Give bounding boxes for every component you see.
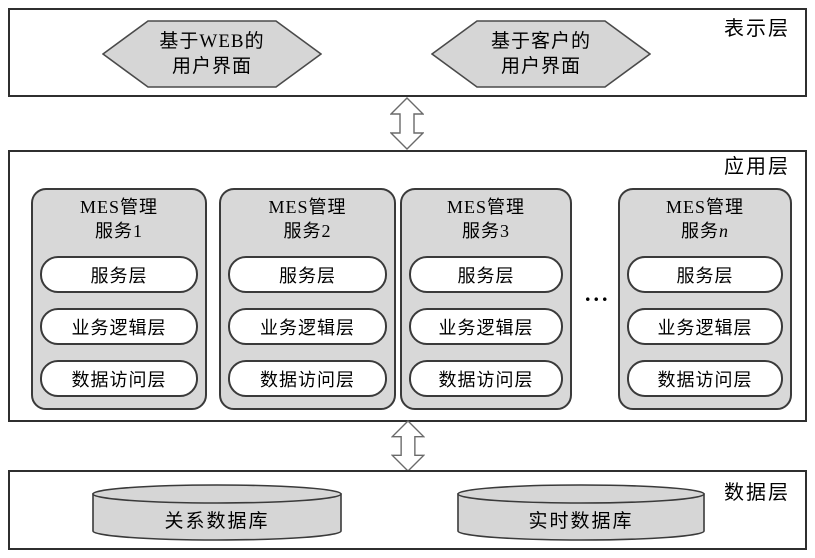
client-ui-line2: 用户界面 bbox=[500, 56, 581, 77]
services-ellipsis: ... bbox=[585, 281, 611, 306]
data-layer-label: 数据层 bbox=[724, 482, 790, 504]
mes-service-box-2: MES管理 服务2 服务层 业务逻辑层 数据访问层 bbox=[219, 188, 396, 410]
service-title-prefix: 服务 bbox=[462, 221, 500, 241]
service-sublayer-service: 服务层 bbox=[40, 256, 198, 293]
relational-database-label: 关系数据库 bbox=[164, 510, 270, 532]
double-arrow-icon-top bbox=[390, 96, 424, 151]
service-title: MES管理 服务2 bbox=[221, 195, 394, 243]
service-title: MES管理 服务3 bbox=[402, 195, 570, 243]
presentation-layer-label: 表示层 bbox=[724, 18, 790, 40]
service-index: 2 bbox=[321, 221, 332, 241]
mes-service-box-n: MES管理 服务n 服务层 业务逻辑层 数据访问层 bbox=[618, 188, 792, 410]
service-title-prefix: 服务 bbox=[283, 221, 322, 241]
service-title-prefix: 服务 bbox=[95, 221, 133, 241]
service-sublayer-business-logic: 业务逻辑层 bbox=[40, 308, 198, 345]
double-arrow-icon-bottom bbox=[391, 420, 425, 472]
service-title-line1: MES管理 bbox=[665, 197, 744, 217]
service-sublayer-service: 服务层 bbox=[409, 256, 563, 293]
hexagon-shape-icon bbox=[102, 20, 322, 88]
service-title-line1: MES管理 bbox=[268, 197, 347, 217]
service-index: 3 bbox=[500, 221, 510, 241]
service-title: MES管理 服务n bbox=[620, 195, 790, 243]
service-title-line1: MES管理 bbox=[446, 197, 525, 217]
service-title-line1: MES管理 bbox=[79, 197, 158, 217]
service-index: n bbox=[719, 221, 729, 241]
service-sublayer-service: 服务层 bbox=[627, 256, 783, 293]
web-ui-line1: 基于WEB的 bbox=[159, 31, 265, 52]
service-sublayer-business-logic: 业务逻辑层 bbox=[409, 308, 563, 345]
realtime-database-label: 实时数据库 bbox=[528, 510, 634, 532]
relational-database-cylinder: 关系数据库 bbox=[92, 484, 342, 542]
database-cylinder-icon bbox=[92, 484, 342, 541]
realtime-database-cylinder: 实时数据库 bbox=[457, 484, 705, 542]
service-sublayer-business-logic: 业务逻辑层 bbox=[228, 308, 387, 345]
service-sublayer-business-logic: 业务逻辑层 bbox=[627, 308, 783, 345]
web-ui-line2: 用户界面 bbox=[171, 56, 252, 77]
service-title-prefix: 服务 bbox=[681, 221, 719, 241]
service-title: MES管理 服务1 bbox=[33, 195, 205, 243]
hexagon-shape-icon bbox=[431, 20, 651, 88]
client-ui-hexagon: 基于客户的 用户界面 bbox=[431, 20, 651, 88]
service-sublayer-service: 服务层 bbox=[228, 256, 387, 293]
application-layer-label: 应用层 bbox=[724, 156, 790, 178]
service-title-line2: 服务3 bbox=[402, 219, 570, 243]
mes-service-box-3: MES管理 服务3 服务层 业务逻辑层 数据访问层 bbox=[400, 188, 572, 410]
web-ui-hexagon: 基于WEB的 用户界面 bbox=[102, 20, 322, 88]
client-ui-hexagon-text: 基于客户的 用户界面 bbox=[431, 20, 651, 88]
web-ui-hexagon-text: 基于WEB的 用户界面 bbox=[102, 20, 322, 88]
client-ui-line1: 基于客户的 bbox=[490, 31, 591, 52]
service-title-line2: 服务n bbox=[620, 219, 790, 243]
service-sublayer-data-access: 数据访问层 bbox=[627, 360, 783, 397]
service-sublayer-data-access: 数据访问层 bbox=[40, 360, 198, 397]
database-cylinder-icon bbox=[457, 484, 705, 541]
service-sublayer-data-access: 数据访问层 bbox=[228, 360, 387, 397]
service-title-line2: 服务1 bbox=[33, 219, 205, 243]
service-index: 1 bbox=[133, 221, 143, 241]
service-title-line2: 服务2 bbox=[221, 219, 394, 243]
service-sublayer-data-access: 数据访问层 bbox=[409, 360, 563, 397]
mes-service-box-1: MES管理 服务1 服务层 业务逻辑层 数据访问层 bbox=[31, 188, 207, 410]
